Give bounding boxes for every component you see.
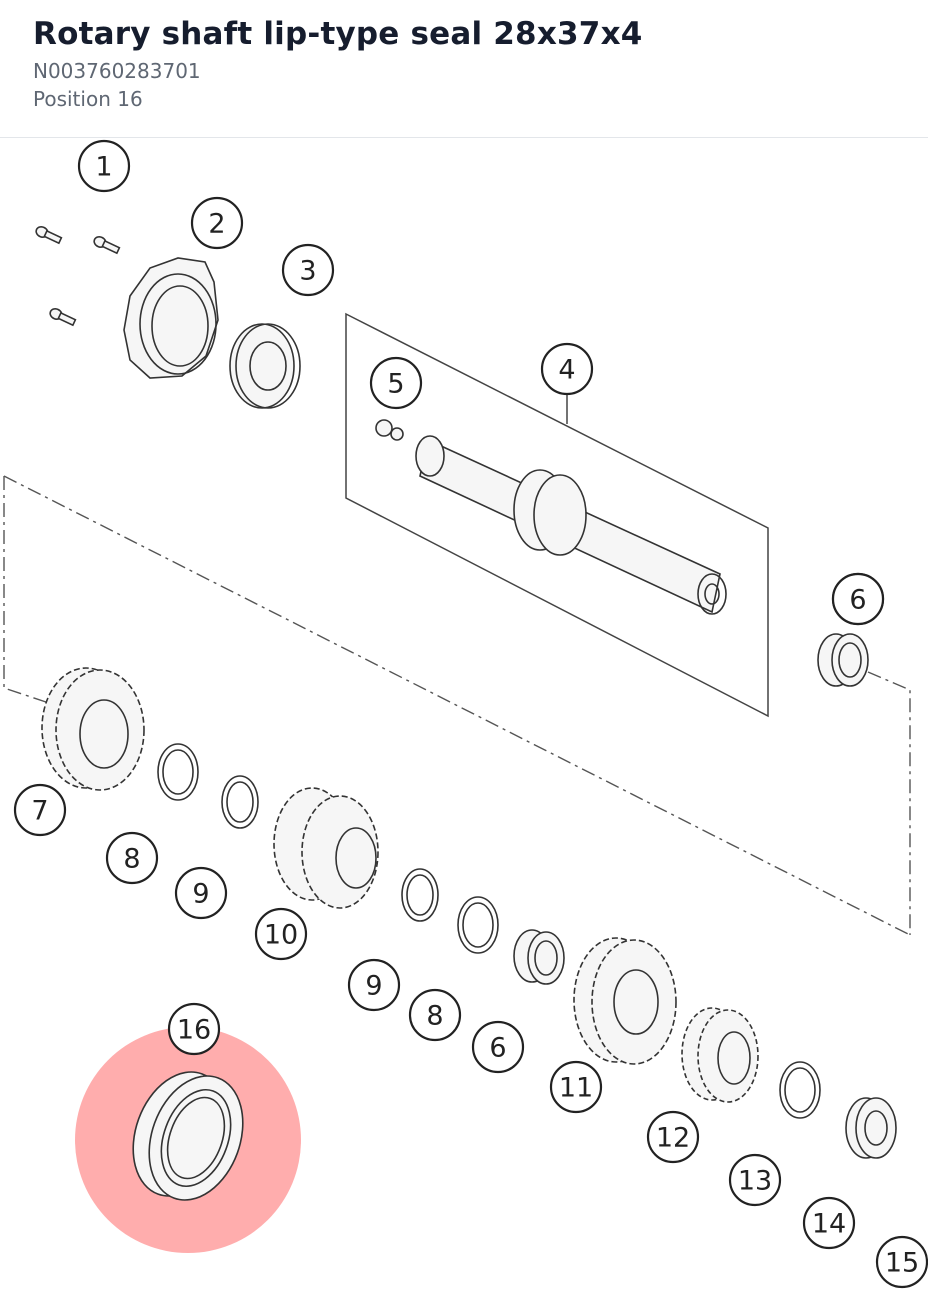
callout-label: 14 <box>812 1209 846 1240</box>
callout-circle <box>549 1060 603 1114</box>
callout-label: 1 <box>95 152 112 183</box>
part-bushing <box>817 633 869 687</box>
callout-14[interactable]: 14 <box>802 1196 856 1250</box>
part-small-bearing <box>845 1097 897 1159</box>
callout-label: 9 <box>192 879 209 910</box>
part-header: Rotary shaft lip-type seal 28x37x4 N0037… <box>0 0 928 138</box>
callout-6[interactable]: 6 <box>831 572 885 626</box>
diagram-svg: 123456678910986111213141516 <box>3 139 928 1289</box>
callout-11[interactable]: 11 <box>549 1060 603 1114</box>
part-main-shaft <box>415 435 727 615</box>
callout-layer: 123456678910986111213141516 <box>13 139 928 1289</box>
callout-16[interactable]: 16 <box>167 1002 221 1056</box>
callout-circle <box>167 1002 221 1056</box>
callout-label: 5 <box>387 369 404 400</box>
callout-circle <box>802 1196 856 1250</box>
callout-label: 7 <box>31 796 48 827</box>
callout-circle <box>728 1153 782 1207</box>
assembly-outline <box>3 475 911 936</box>
callout-13[interactable]: 13 <box>728 1153 782 1207</box>
callout-label: 13 <box>738 1166 772 1197</box>
callout-15[interactable]: 15 <box>875 1235 928 1289</box>
callout-label: 6 <box>849 585 866 616</box>
callout-6[interactable]: 6 <box>471 1020 525 1074</box>
part-bearing-retainer <box>123 257 219 379</box>
part-gear-10 <box>273 787 379 909</box>
callout-label: 3 <box>299 256 316 287</box>
callout-circle <box>540 342 594 396</box>
callout-label: 11 <box>559 1073 593 1104</box>
callout-8[interactable]: 8 <box>408 988 462 1042</box>
callout-label: 2 <box>208 209 225 240</box>
part-screws <box>35 226 121 327</box>
callout-10[interactable]: 10 <box>254 907 308 961</box>
callout-circle <box>281 243 335 297</box>
callout-label: 8 <box>123 844 140 875</box>
callout-7[interactable]: 7 <box>13 783 67 837</box>
callout-label: 4 <box>558 355 575 386</box>
callout-circle <box>105 831 159 885</box>
callout-label: 10 <box>264 920 298 951</box>
callout-3[interactable]: 3 <box>281 243 335 297</box>
callout-5[interactable]: 5 <box>369 356 423 410</box>
callout-1[interactable]: 1 <box>77 139 131 193</box>
callout-circle <box>408 988 462 1042</box>
part-bearing <box>229 323 301 409</box>
callout-label: 12 <box>656 1123 690 1154</box>
callout-circle <box>13 783 67 837</box>
part-number: N003760283701 <box>33 59 201 83</box>
callout-8[interactable]: 8 <box>105 831 159 885</box>
callout-circle <box>254 907 308 961</box>
part-gear-11 <box>573 937 677 1065</box>
callout-label: 6 <box>489 1033 506 1064</box>
part-shaft-seal[interactable] <box>117 1059 259 1213</box>
part-title: Rotary shaft lip-type seal 28x37x4 <box>33 16 643 52</box>
callout-circle <box>875 1235 928 1289</box>
part-gear-12 <box>681 1007 759 1103</box>
callout-4[interactable]: 4 <box>540 342 594 396</box>
part-bushing-2 <box>513 929 565 985</box>
callout-label: 15 <box>885 1248 919 1279</box>
part-position: Position 16 <box>33 87 143 111</box>
callout-9[interactable]: 9 <box>347 958 401 1012</box>
callout-label: 9 <box>365 971 382 1002</box>
callout-2[interactable]: 2 <box>190 196 244 250</box>
callout-circle <box>831 572 885 626</box>
callout-circle <box>347 958 401 1012</box>
callout-label: 8 <box>426 1001 443 1032</box>
callout-9[interactable]: 9 <box>174 866 228 920</box>
callout-label: 16 <box>177 1015 211 1046</box>
part-gear-7 <box>41 667 145 791</box>
shaft-assembly-box <box>345 312 769 718</box>
part-plug <box>375 419 404 441</box>
callout-circle <box>369 356 423 410</box>
callout-circle <box>77 139 131 193</box>
exploded-diagram[interactable]: 123456678910986111213141516 <box>0 139 928 1290</box>
callout-circle <box>190 196 244 250</box>
callout-circle <box>471 1020 525 1074</box>
part-washers <box>157 743 821 1119</box>
callout-circle <box>174 866 228 920</box>
callout-circle <box>646 1110 700 1164</box>
callout-12[interactable]: 12 <box>646 1110 700 1164</box>
